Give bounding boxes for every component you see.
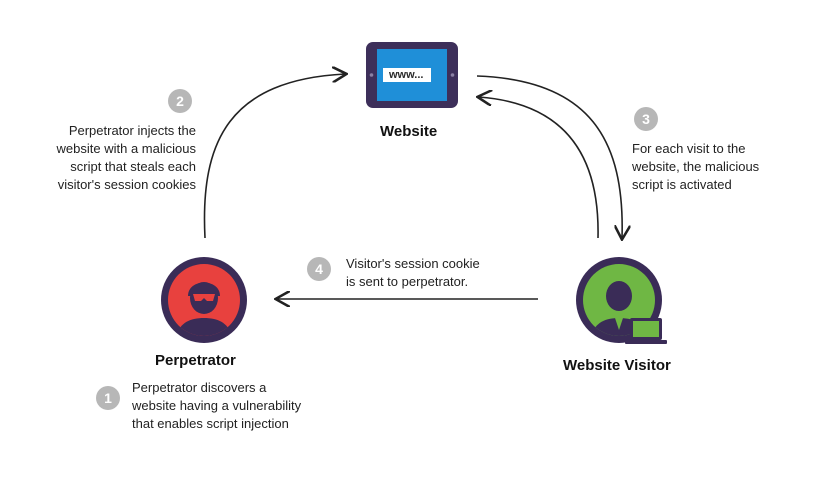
perpetrator-node [160,256,248,344]
visitor-node [575,256,667,346]
arrow-perpetrator-to-website [203,74,345,239]
step-1-badge: 1 [96,386,120,410]
step-2-text: Perpetrator injects the website with a m… [56,123,196,192]
step-2-badge: 2 [168,89,192,113]
arrow-website-to-visitor [476,75,622,238]
step-4-text: Visitor's session cookie is sent to perp… [346,256,480,289]
tablet-icon [366,42,458,108]
hacker-icon [161,257,247,343]
website-node: www... [366,42,458,108]
perpetrator-label: Perpetrator [155,352,236,369]
step-4-badge: 4 [307,257,331,281]
step-3-badge: 3 [634,107,658,131]
user-laptop-icon [576,257,667,344]
website-label: Website [380,123,438,140]
arrow-visitor-to-website [479,97,599,239]
website-screen-text: www... [389,69,424,81]
step-3-text: For each visit to the website, the malic… [632,141,760,192]
step-1-text: Perpetrator discovers a website having a… [132,380,302,431]
visitor-label: Website Visitor [563,357,671,374]
